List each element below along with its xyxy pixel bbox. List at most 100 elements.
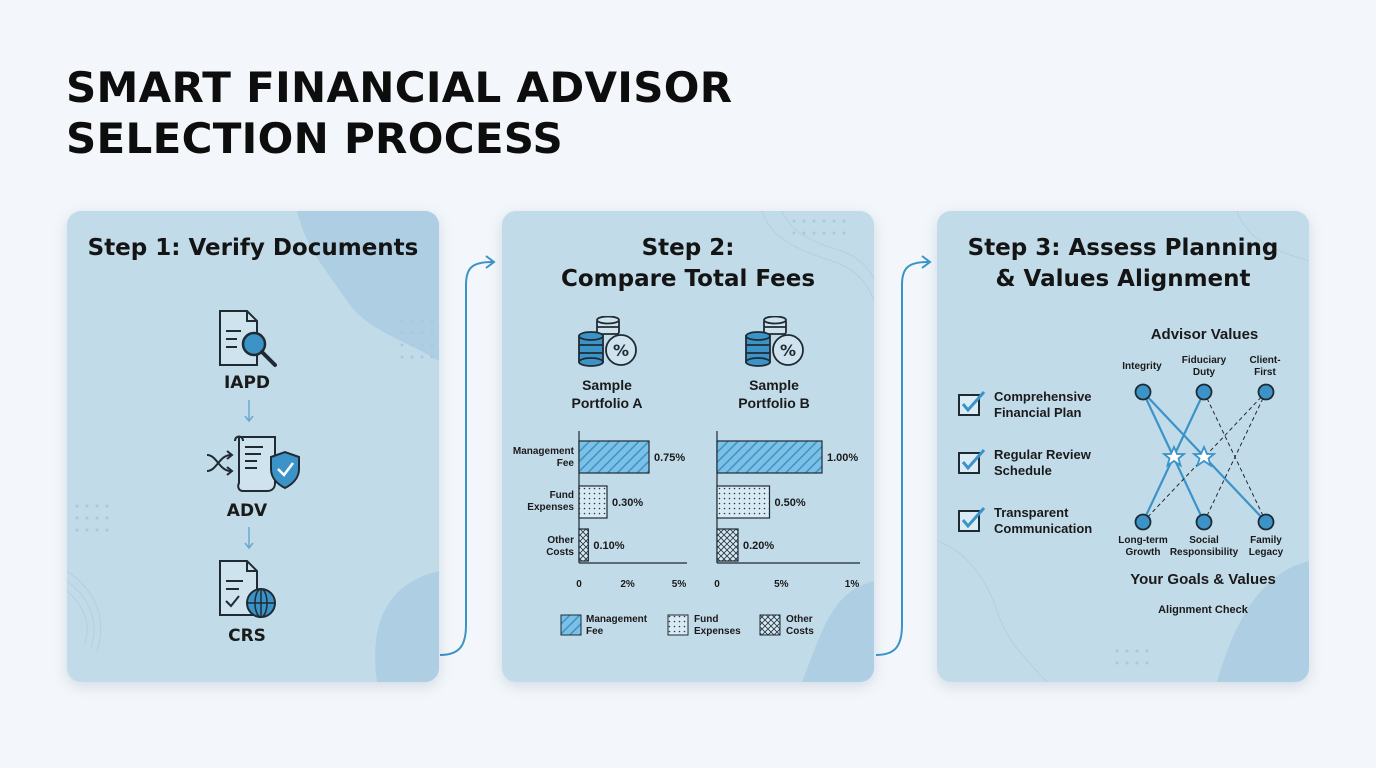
advisor-value-2-line-1: Fiduciary <box>1181 355 1227 366</box>
step-1-title: Step 1: Verify Documents <box>87 235 419 261</box>
advisor-value-client-first: Client- First <box>1235 355 1295 379</box>
chart-a-tick-label: 2% <box>620 579 635 590</box>
legend-fund-expenses: Fund Expenses <box>694 614 741 638</box>
doc-label-adv: ADV <box>226 501 268 521</box>
arrowhead-2 <box>921 255 932 269</box>
node-fiduciary-duty <box>1195 383 1213 401</box>
down-arrow-icon <box>244 527 254 550</box>
step-2-title-line-1: Step 2: <box>641 235 735 261</box>
document-globe-icon <box>219 560 276 618</box>
step-2-card: Step 2: Compare Total Fees % % <box>502 211 874 682</box>
step-3-card: Step 3: Assess Planning & Values Alignme… <box>937 211 1309 682</box>
chart-a-bar-other-costs <box>578 528 589 562</box>
portfolio-a-line-1: Sample <box>582 377 632 393</box>
advisor-value-fiduciary-duty: Fiduciary Duty <box>1174 355 1234 379</box>
client-value-2-line-1: Social <box>1189 535 1219 546</box>
chart-a-bar-management-fee <box>578 440 650 474</box>
chart-b-bar-management-fee <box>716 440 823 474</box>
advisor-value-2-line-2: Duty <box>1192 367 1216 378</box>
legend-swatch-management-fee <box>560 614 582 636</box>
page-title-line-1: SMART FINANCIAL ADVISOR <box>66 63 733 112</box>
checkbox-checked-icon <box>958 507 986 532</box>
portfolio-b-line-2: Portfolio B <box>738 395 810 411</box>
doc-label-crs: CRS <box>228 626 266 646</box>
doc-label-iapd: IAPD <box>223 373 271 393</box>
chart-b-bar-fund-expenses <box>716 485 771 519</box>
chart-a-bar-fund-expenses <box>578 485 608 519</box>
svg-text:%: % <box>613 341 629 360</box>
chart-a-value-label-fund-expenses: 0.30% <box>612 497 643 509</box>
checklist-item-2-line-1: Regular Review <box>994 447 1091 462</box>
client-value-3-line-2: Legacy <box>1248 547 1284 558</box>
checklist-item-1-line-1: Comprehensive <box>994 389 1092 404</box>
goals-values-title: Your Goals & Values <box>1130 571 1276 588</box>
connector-1-to-2 <box>439 261 493 656</box>
chart-b-tick-label: 1% <box>845 579 860 590</box>
client-value-1-line-2: Growth <box>1125 547 1161 558</box>
chart-a-tick-label: 0 <box>576 579 582 590</box>
portfolio-b-line-1: Sample <box>749 377 799 393</box>
step-2-title-line-2: Compare Total Fees <box>560 266 816 292</box>
node-integrity <box>1134 383 1152 401</box>
star-icon <box>1161 444 1187 468</box>
legend-management-fee-line-2: Fee <box>586 626 604 637</box>
values-alignment-network <box>1134 383 1275 531</box>
client-value-social-responsibility: Social Responsibility <box>1164 535 1244 559</box>
chart-b-value-label-other-costs: 0.20% <box>743 540 774 552</box>
document-search-icon <box>219 310 277 367</box>
portfolio-a-line-2: Portfolio A <box>571 395 643 411</box>
chart-a-value-label-management-fee: 0.75% <box>654 452 685 464</box>
legend-swatch-other-costs <box>759 614 781 636</box>
legend-management-fee: Management Fee <box>586 614 647 638</box>
checklist-item-regular-review: Regular Review Schedule <box>994 447 1091 479</box>
card-2-decoration <box>761 211 874 682</box>
connector-2-to-3 <box>875 261 929 656</box>
step-3-title-line-1: Step 3: Assess Planning <box>967 235 1279 261</box>
checklist-item-transparent-communication: Transparent Communication <box>994 505 1092 537</box>
step-3-title-line-2: & Values Alignment <box>995 266 1251 292</box>
checkbox-checked-icon <box>958 449 986 474</box>
card-3-decoration <box>937 211 1309 682</box>
client-value-long-term-growth: Long-term Growth <box>1108 535 1178 559</box>
link-client-first-to-social-responsibility <box>1203 391 1267 523</box>
chart-b-tick-label: 0 <box>714 579 720 590</box>
client-value-2-line-2: Responsibility <box>1169 547 1239 558</box>
legend-other-costs-line-1: Other <box>786 614 813 625</box>
advisor-value-3-line-1: Client- <box>1249 355 1281 366</box>
legend-fund-expenses-line-2: Expenses <box>694 626 741 637</box>
checklist-item-1-line-2: Financial Plan <box>994 405 1082 420</box>
node-social-responsibility <box>1195 513 1213 531</box>
document-shield-icon <box>206 435 300 492</box>
page-title: SMART FINANCIAL ADVISOR SELECTION PROCES… <box>66 62 732 164</box>
coins-percent-icon: % <box>578 316 637 367</box>
fee-comparison-chart: 0.75% 0.30% 0.10% 0 2% 5% 1.00% 0.50% 0.20% 0 5% 1% <box>576 431 860 590</box>
legend-other-costs: Other Costs <box>786 614 814 638</box>
node-client-first <box>1257 383 1275 401</box>
coins-percent-icon: % <box>745 316 804 367</box>
checklist-item-2-line-2: Schedule <box>994 463 1052 478</box>
legend-management-fee-line-1: Management <box>586 614 648 625</box>
client-value-1-line-1: Long-term <box>1118 535 1168 546</box>
advisor-value-integrity: Integrity <box>1112 361 1172 373</box>
star-icon <box>1191 444 1217 468</box>
page-title-line-2: SELECTION PROCESS <box>66 114 564 163</box>
client-value-3-line-1: Family <box>1250 535 1282 546</box>
step-1-card: Step 1: Verify Documents IAPD ADV <box>67 211 439 682</box>
arrowhead-1 <box>485 255 496 269</box>
legend-swatch-fund-expenses <box>667 614 689 636</box>
checklist-item-comprehensive-plan: Comprehensive Financial Plan <box>994 389 1092 421</box>
chart-b-value-label-fund-expenses: 0.50% <box>775 497 806 509</box>
portfolio-b-label: Sample Portfolio B <box>714 376 834 412</box>
advisor-value-1-line-1: Integrity <box>1122 361 1162 372</box>
chart-b-bar-other-costs <box>716 528 739 562</box>
chart-b-tick-label: 5% <box>774 579 789 590</box>
client-value-family-legacy: Family Legacy <box>1236 535 1296 559</box>
chart-a-value-label-other-costs: 0.10% <box>593 540 624 552</box>
checkbox-checked-icon <box>958 391 986 416</box>
chart-a-tick-label: 5% <box>672 579 687 590</box>
link-client-first-to-long-term-growth <box>1142 391 1267 523</box>
checklist-item-3-line-2: Communication <box>994 521 1093 536</box>
chart-b-value-label-management-fee: 1.00% <box>827 452 858 464</box>
